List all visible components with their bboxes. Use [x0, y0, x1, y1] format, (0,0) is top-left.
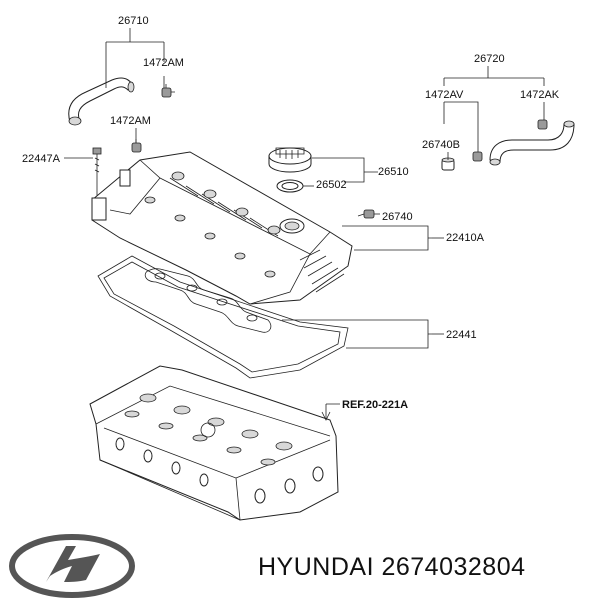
part-caption: HYUNDAI 2674032804	[258, 553, 526, 582]
label-1472ak: 1472AK	[520, 89, 560, 101]
oil-filler-cap-26510	[268, 147, 312, 173]
cover-gasket-22441	[97, 255, 349, 379]
cylinder-head-cover-22410a	[91, 151, 353, 305]
cylinder-head	[89, 365, 339, 521]
hose-clamp-1472av	[472, 151, 483, 162]
bolt-22447a	[92, 147, 102, 196]
label-22447a: 22447A	[22, 153, 61, 165]
label-26720: 26720	[474, 53, 505, 65]
spark-plug-gasket	[144, 268, 272, 333]
hyundai-logo-icon	[9, 534, 135, 598]
label-26710: 26710	[118, 15, 149, 27]
label-22410a: 22410A	[446, 232, 485, 244]
label-1472am-top: 1472AM	[143, 57, 184, 69]
pcv-valve-26740	[357, 209, 375, 219]
hose-clamp-1472am-bottom	[131, 139, 142, 153]
hose-clamp-1472ak	[537, 119, 548, 130]
filler-cap-gasket-26502	[276, 179, 304, 193]
hose-clamp-1472am-top	[161, 84, 175, 98]
pcv-hose-26720	[489, 120, 575, 166]
label-1472am-bottom: 1472AM	[110, 115, 151, 127]
breather-hose-26710	[68, 77, 135, 126]
label-22441: 22441	[446, 329, 477, 341]
brand-name: HYUNDAI	[258, 553, 375, 581]
label-26510: 26510	[378, 166, 409, 178]
label-ref-20-221a: REF.20-221A	[342, 399, 408, 411]
label-26502: 26502	[316, 179, 347, 191]
label-1472av: 1472AV	[425, 89, 464, 101]
part-number: 2674032804	[381, 553, 526, 581]
label-26740: 26740	[382, 211, 413, 223]
label-26740b: 26740B	[422, 139, 460, 151]
